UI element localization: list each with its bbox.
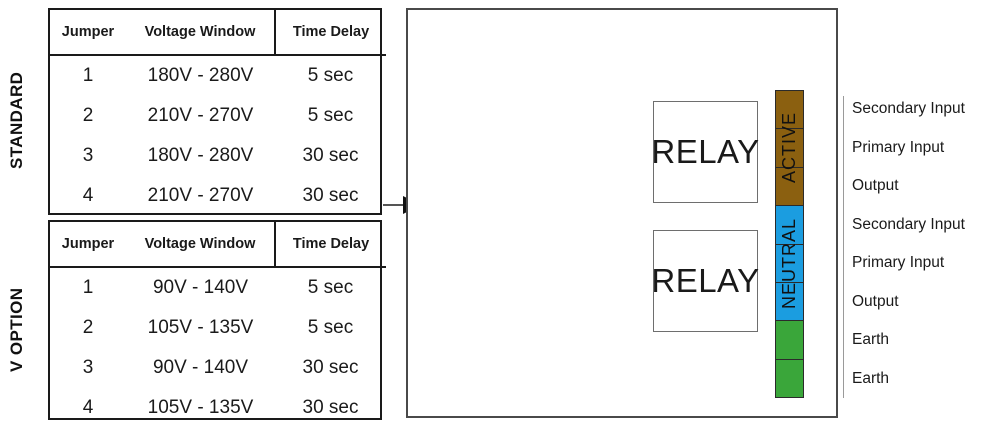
cell-delay: 5 sec: [307, 277, 354, 298]
table-row: 3 90V - 140V 30 sec: [50, 348, 386, 388]
cell-jumper: 4: [82, 185, 94, 206]
cell-voltage: 180V - 280V: [147, 145, 254, 166]
terminal-segment[interactable]: [776, 282, 803, 322]
cell-delay: 5 sec: [307, 65, 354, 86]
cell-delay: 5 sec: [307, 105, 354, 126]
table-row: 4 105V - 135V 30 sec: [50, 388, 386, 427]
cell-delay: 30 sec: [302, 145, 359, 166]
cell-delay: 30 sec: [302, 357, 359, 378]
column-header-time-delay: Time Delay: [275, 222, 386, 268]
table-row: 4 210V - 270V 30 sec: [50, 176, 386, 216]
cell-jumper: 1: [82, 65, 94, 86]
cell-voltage: 105V - 135V: [147, 397, 254, 418]
terminal-strip: [775, 90, 804, 398]
table-header-row: Jumper Voltage Window Time Delay: [50, 222, 386, 268]
cell-voltage: 210V - 270V: [147, 105, 254, 126]
column-header-time-delay: Time Delay: [275, 10, 386, 56]
cell-voltage: 105V - 135V: [147, 317, 254, 338]
terminal-label: Primary Input: [852, 254, 945, 272]
relay-box-1: RELAY: [651, 101, 759, 203]
cell-voltage: 210V - 270V: [147, 185, 254, 206]
column-header-voltage-window: Voltage Window: [126, 10, 276, 56]
table-row: 2 210V - 270V 5 sec: [50, 96, 386, 136]
jumper-table-v-option: Jumper Voltage Window Time Delay 1 90V -…: [48, 220, 386, 420]
group-label-v-option: V OPTION: [7, 287, 26, 373]
cell-jumper: 3: [82, 357, 94, 378]
terminal-segment[interactable]: [776, 321, 803, 360]
terminal-label-column: Secondary Input Primary Input Output Sec…: [852, 90, 997, 398]
jumper-table-standard: Jumper Voltage Window Time Delay 1 180V …: [48, 8, 386, 215]
cell-jumper: 4: [82, 397, 94, 418]
terminal-label: Output: [852, 177, 899, 195]
terminal-segment[interactable]: [776, 129, 803, 168]
cell-jumper: 2: [82, 317, 94, 338]
cell-voltage: 180V - 280V: [147, 65, 254, 86]
table-row: 1 180V - 280V 5 sec: [50, 55, 386, 96]
cell-delay: 30 sec: [302, 397, 359, 418]
label-divider-line: [843, 96, 844, 398]
terminal-segment[interactable]: [776, 206, 803, 245]
group-label-standard: STANDARD: [7, 71, 26, 169]
device-panel-outline: [406, 8, 838, 418]
cell-jumper: 1: [82, 277, 94, 298]
column-header-jumper: Jumper: [50, 222, 126, 268]
cell-jumper: 3: [82, 145, 94, 166]
cell-voltage: 90V - 140V: [152, 357, 249, 378]
terminal-label: Primary Input: [852, 138, 945, 156]
terminal-segment[interactable]: [776, 359, 803, 397]
terminal-segment[interactable]: [776, 244, 803, 283]
cell-delay: 30 sec: [302, 185, 359, 206]
column-header-jumper: Jumper: [50, 10, 126, 56]
terminal-label: Secondary Input: [852, 100, 965, 118]
terminal-segment[interactable]: [776, 91, 803, 130]
terminal-label: Earth: [852, 331, 890, 349]
terminal-label: Secondary Input: [852, 215, 965, 233]
terminal-segment[interactable]: [776, 167, 803, 207]
table-row: 1 90V - 140V 5 sec: [50, 267, 386, 308]
table-header-row: Jumper Voltage Window Time Delay: [50, 10, 386, 56]
table-row: 3 180V - 280V 30 sec: [50, 136, 386, 176]
column-header-voltage-window: Voltage Window: [126, 222, 276, 268]
relay-box-2: RELAY: [651, 230, 759, 332]
terminal-label: Output: [852, 292, 899, 310]
cell-jumper: 2: [82, 105, 94, 126]
table-row: 2 105V - 135V 5 sec: [50, 308, 386, 348]
terminal-label: Earth: [852, 369, 890, 387]
cell-delay: 5 sec: [307, 317, 354, 338]
cell-voltage: 90V - 140V: [152, 277, 249, 298]
